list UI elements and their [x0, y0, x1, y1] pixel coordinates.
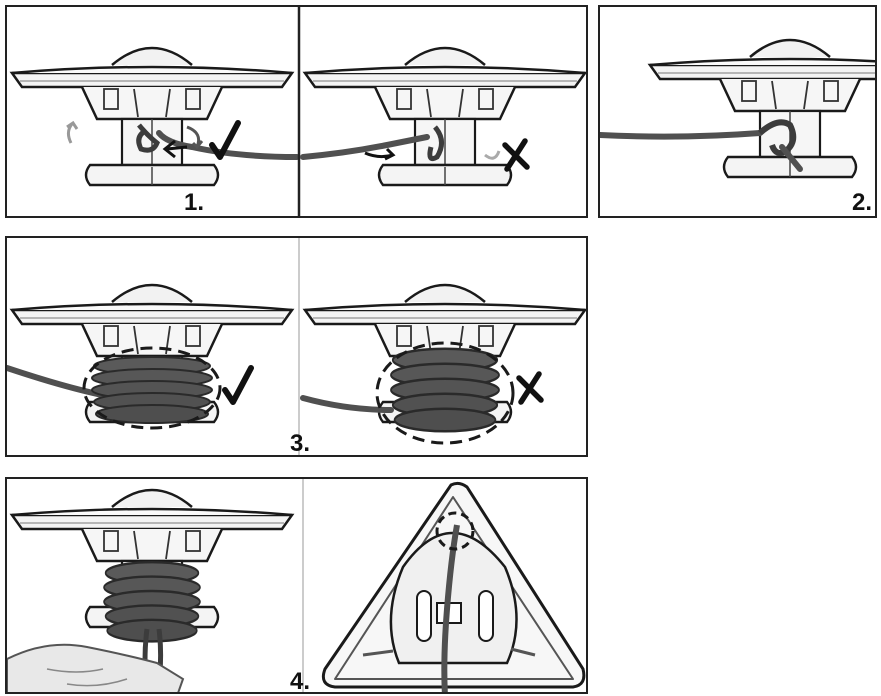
step-4-illustration	[7, 479, 586, 692]
rotation-arrow-icon	[484, 150, 501, 160]
step-2-panel: 2.	[598, 5, 877, 218]
step-4-label: 4.	[290, 668, 311, 694]
rotation-arrow-icon	[186, 125, 204, 150]
step-3-panel: 3.	[5, 236, 588, 457]
reel-foot	[362, 647, 536, 657]
cross-mark-icon	[519, 374, 541, 402]
dashed-circle-icon	[375, 341, 515, 445]
reel-slot	[416, 590, 432, 642]
hand-icon	[46, 668, 128, 687]
step-3-illustration	[7, 238, 586, 455]
dashed-circle-icon	[435, 511, 475, 551]
cord-knot	[758, 119, 797, 156]
direction-arrow-icon	[162, 139, 188, 159]
step-3-label: 3.	[290, 430, 311, 457]
step-2-illustration	[600, 38, 875, 179]
cord-reel-right	[303, 46, 586, 187]
step-1-panel: 1.	[5, 5, 588, 218]
cord-knot	[427, 125, 444, 162]
cord-reel	[648, 38, 875, 179]
step-1-illustration	[10, 7, 586, 216]
cord	[600, 130, 763, 140]
cord	[300, 134, 430, 160]
step-2-label: 2.	[852, 189, 873, 216]
dashed-circle-icon	[82, 346, 222, 430]
cord	[300, 395, 394, 413]
wound-cord	[389, 347, 501, 433]
hand-icon	[7, 643, 185, 692]
step-1-label: 1.	[184, 189, 205, 216]
cord	[779, 144, 803, 172]
reel-slot	[478, 590, 494, 642]
cord-reel-left	[10, 46, 294, 187]
direction-arrow-icon	[364, 147, 396, 161]
check-mark-icon	[225, 368, 251, 402]
cord	[441, 524, 460, 692]
rotation-arrow-icon	[66, 120, 79, 144]
wound-cord	[102, 561, 202, 643]
cord-knot	[136, 123, 161, 153]
wound-cord	[91, 356, 213, 424]
cross-mark-icon	[505, 141, 527, 169]
step-4-panel: 4.	[5, 477, 588, 694]
